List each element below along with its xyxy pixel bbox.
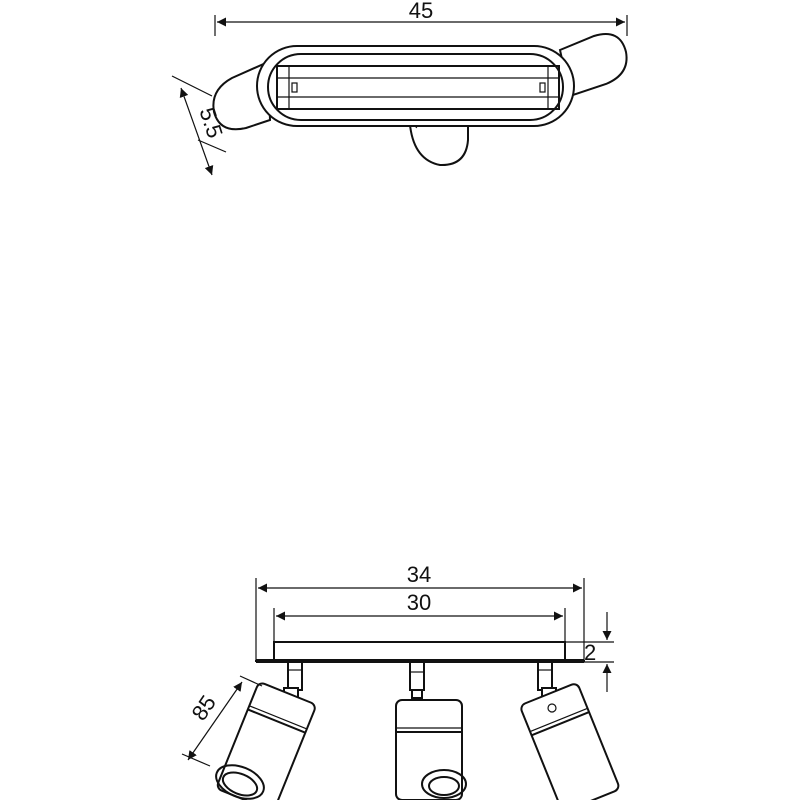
top-plate: [256, 45, 575, 127]
front-right-spot: [520, 661, 620, 800]
front-left-spot: [215, 661, 316, 800]
top-left-spot: [212, 60, 272, 131]
front-middle-spot: [395, 661, 467, 800]
top-view: 45 5.5: [171, 0, 628, 176]
top-right-spot: [558, 33, 628, 98]
dim-base-height-label: 2: [584, 640, 596, 665]
dim-top-width: 45: [214, 0, 628, 36]
dim-base-plate-width-label: 30: [407, 590, 431, 615]
dim-base-total-width-label: 34: [407, 562, 431, 587]
base-plate: [255, 641, 585, 663]
dim-base-total-width: 34: [255, 562, 585, 660]
dim-base-height: 2: [565, 612, 614, 692]
dim-base-plate-width: 30: [273, 590, 566, 642]
front-view: 34 30 2 85: [181, 562, 620, 800]
dim-top-width-label: 45: [409, 0, 433, 23]
